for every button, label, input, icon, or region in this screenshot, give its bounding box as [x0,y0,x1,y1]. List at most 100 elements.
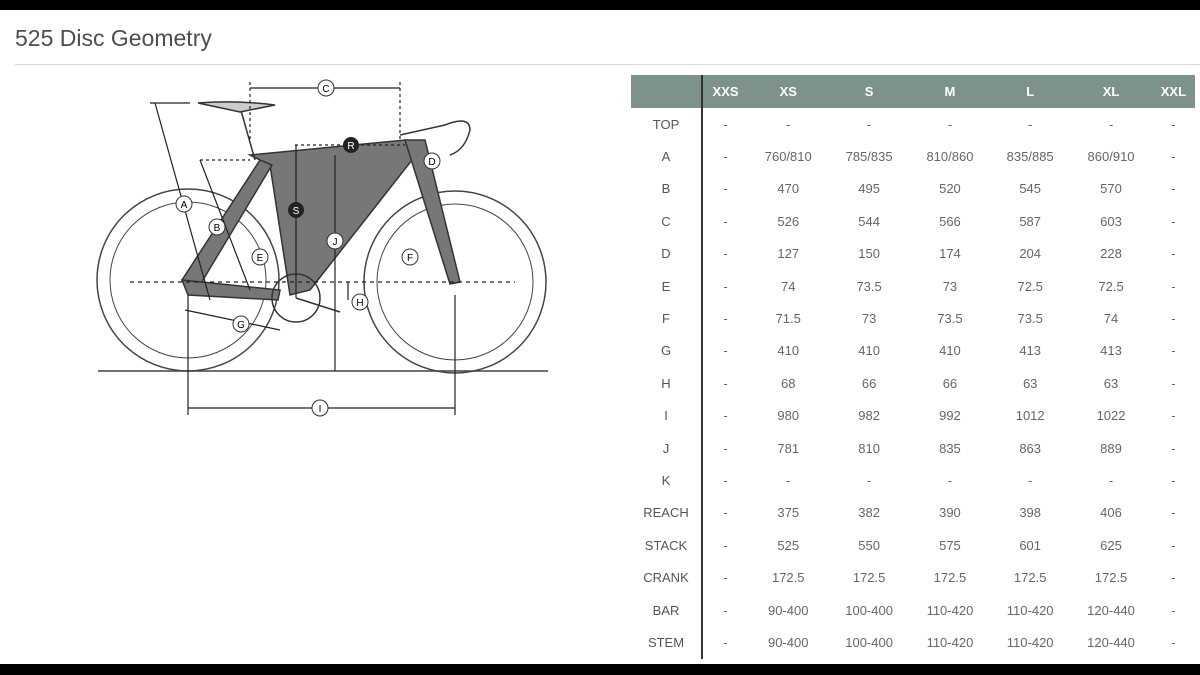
table-cell: 1012 [1015,408,1045,424]
bottom-letterbox [0,664,1200,675]
label-a-marker: A [175,195,193,213]
table-cell: 63 [1103,375,1119,391]
table-cell: 525 [777,537,800,553]
table-cell: - [723,149,728,165]
table-cell: 982 [858,408,880,424]
table-cell: 835 [939,440,961,456]
table-cell: - [786,116,791,132]
table-cell: 526 [777,213,800,229]
table-cell: 889 [1100,440,1122,456]
table-cell: 413 [1100,343,1122,359]
row-label: STEM [631,626,703,659]
table-cell: - [723,116,728,132]
table-cell: - [723,537,728,553]
table-cell: - [866,472,872,488]
table-cell: - [1171,278,1176,294]
table-cell: - [1171,246,1176,262]
table-cell: - [1171,343,1176,359]
table-cell: - [723,634,728,650]
column-header: XXL [1151,75,1195,108]
row-label: TOP [631,108,703,141]
table-cell: 73 [942,278,958,294]
column-header: L [990,75,1071,108]
table-cell: - [723,570,728,586]
table-cell: - [786,472,791,488]
page-title: 525 Disc Geometry [15,25,212,51]
table-cell: 172.5 [933,570,967,586]
label-j-marker: J [326,232,344,250]
table-cell: 120-440 [1087,602,1135,618]
row-label: E [631,269,703,303]
table-cell: 72.5 [1017,278,1043,294]
svg-text:I: I [319,404,322,415]
table-cell: 74 [1103,311,1119,327]
table-cell: - [1108,116,1114,132]
row-label: B [631,172,703,206]
table-cell: 410 [858,343,880,359]
table-cell: 390 [939,505,961,521]
table-cell: - [1171,602,1176,618]
table-cell: - [723,472,728,488]
table-cell: - [723,343,728,359]
table-cell: 172.5 [852,570,886,586]
label-b-marker: B [208,218,226,236]
row-label: A [631,140,703,173]
row-label: K [631,464,703,497]
table-cell: - [866,116,872,132]
table-cell: - [1171,472,1176,488]
table-cell: - [1028,116,1033,132]
label-e-marker: E [251,248,269,266]
row-label: J [631,431,703,465]
svg-text:B: B [214,223,221,234]
label-g-marker: G [232,315,250,333]
table-cell: 63 [1022,375,1038,391]
table-cell: - [1171,311,1176,327]
row-label: H [631,367,703,400]
table-cell: 413 [1019,343,1042,359]
column-header: XS [748,75,829,108]
table-cell: 398 [1019,505,1042,521]
table-cell: 545 [1019,181,1042,197]
table-cell: 566 [939,213,961,229]
table-cell: 110-420 [1006,602,1054,618]
column-header [631,75,703,108]
column-header: M [909,75,991,108]
table-cell: - [1028,472,1033,488]
table-cell: 992 [939,408,961,424]
table-cell: - [723,408,728,424]
row-label: G [631,334,703,368]
svg-text:J: J [333,237,338,248]
table-cell: - [723,213,728,229]
table-cell: - [723,311,728,327]
row-label: STACK [631,529,703,562]
row-label: D [631,237,703,270]
table-cell: 587 [1019,213,1042,229]
svg-text:D: D [428,157,435,168]
row-label: F [631,302,703,335]
table-cell: 603 [1100,213,1122,229]
table-cell: - [723,278,728,294]
table-cell: 810 [858,440,880,456]
table-cell: 73.5 [856,278,882,294]
table-cell: 544 [858,213,880,229]
row-label: CRANK [631,561,703,594]
table-cell: - [1171,570,1176,586]
table-cell: - [723,375,728,391]
svg-text:F: F [407,253,413,264]
top-letterbox [0,0,1200,10]
table-cell: 73.5 [937,311,963,327]
table-cell: 625 [1100,537,1122,553]
row-label: BAR [631,593,703,627]
table-cell: 150 [858,246,880,262]
